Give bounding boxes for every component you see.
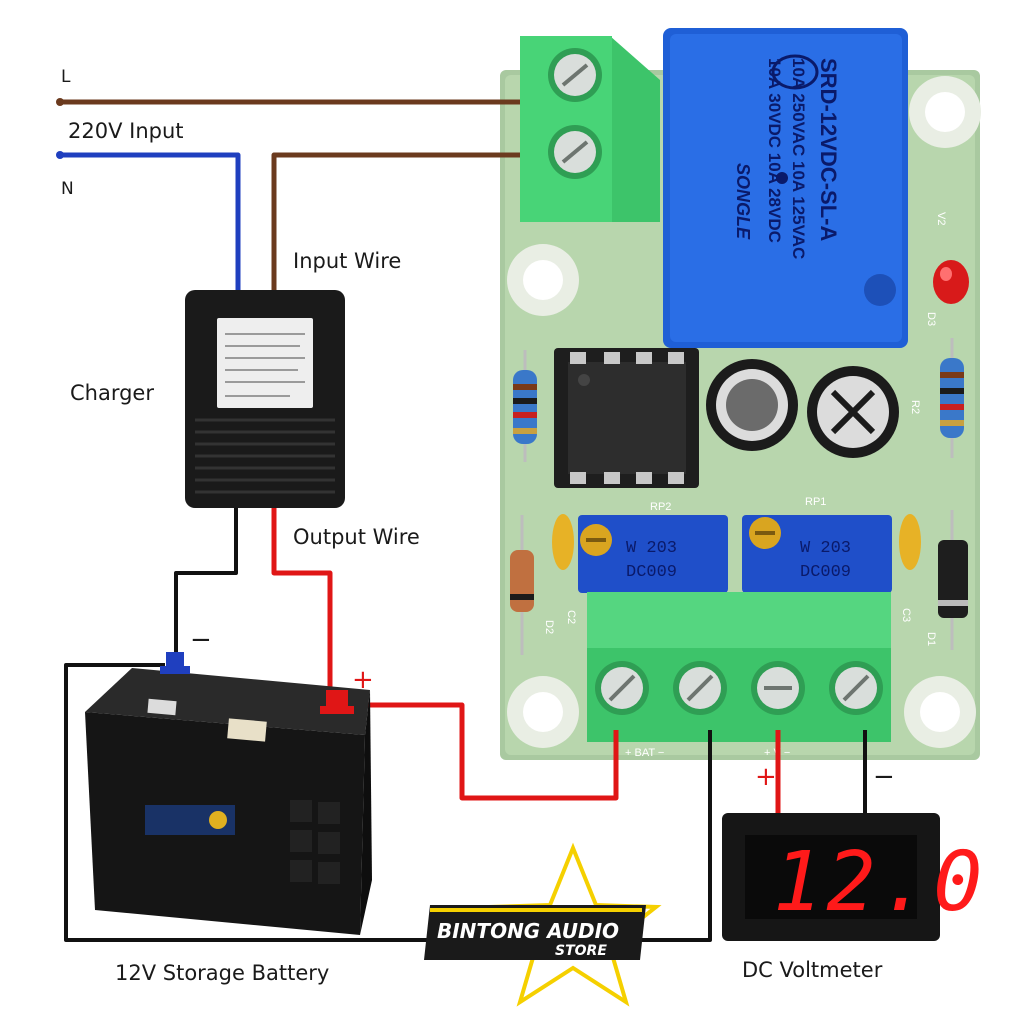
label-battery: 12V Storage Battery xyxy=(115,961,329,985)
label-battery-minus: − xyxy=(190,625,212,655)
watermark-line2: STORE xyxy=(555,943,607,959)
wire-charger-out-positive xyxy=(271,508,333,696)
label-line-l: L xyxy=(61,67,71,87)
potentiometer-rp2: W 203 DC009 xyxy=(578,515,728,593)
rp1-code: DC009 xyxy=(800,563,851,582)
silk-v2: V2 xyxy=(935,212,947,225)
battery-sticker xyxy=(227,718,267,742)
battery-terminal-positive xyxy=(320,690,354,714)
charger-label-sticker xyxy=(217,318,313,408)
cap-c2 xyxy=(552,514,574,570)
battery-indicator xyxy=(209,811,227,829)
label-input-wire: Input Wire xyxy=(293,249,401,273)
wire-battery-positive-to-bat xyxy=(348,702,619,801)
silk-c3: C3 xyxy=(900,608,912,622)
mount-hole-bottom-left xyxy=(507,676,579,748)
charger xyxy=(185,290,345,508)
label-output-wire: Output Wire xyxy=(293,525,420,549)
capacitor-1 xyxy=(706,359,798,451)
label-neutral-n: N xyxy=(61,179,74,199)
dc-voltmeter: 12.0 xyxy=(722,813,986,941)
silk-r2: R2 xyxy=(909,400,921,414)
v-terminal-block: + V − xyxy=(739,592,891,759)
relay-rating-2: 10A 30VDC 10A 28VDC xyxy=(765,58,784,243)
label-220v-input: 220V Input xyxy=(68,119,184,143)
label-charger: Charger xyxy=(70,381,154,405)
pcb-board: V2 D3 R2 C2 D2 C3 D1 SRD-12VDC-SL-A 10A … xyxy=(500,28,981,760)
zener-diode xyxy=(510,515,534,655)
rp2-label: RP2 xyxy=(650,501,671,513)
led-red xyxy=(933,260,969,304)
capacitor-2 xyxy=(807,366,899,458)
relay-rating-1: 10A 250VAC 10A 125VAC xyxy=(789,58,808,259)
watermark-logo: BINTONG AUDIO STORE xyxy=(424,842,662,1007)
input-terminal-block xyxy=(520,36,660,222)
voltmeter-reading: 12.0 xyxy=(773,835,986,930)
watermark-line1: BINTONG AUDIO xyxy=(437,919,619,943)
cqc-mark xyxy=(771,54,819,90)
relay-model: SRD-12VDC-SL-A xyxy=(816,58,841,241)
label-voltmeter-plus: + xyxy=(755,762,777,792)
label-battery-plus: + xyxy=(352,665,374,695)
rp1-value: W 203 xyxy=(800,539,851,558)
mount-hole-mid-left xyxy=(507,244,579,316)
silk-d3: D3 xyxy=(925,312,937,326)
cap-c3 xyxy=(899,514,921,570)
wire-charger-input-brown xyxy=(271,152,520,292)
wire-end-l xyxy=(56,98,64,106)
rp1-label: RP1 xyxy=(805,496,826,508)
resistor-right xyxy=(940,338,964,458)
resistor-left xyxy=(513,350,537,462)
bat-terminal-label: + BAT − xyxy=(625,747,664,759)
rp2-code: DC009 xyxy=(626,563,677,582)
label-voltmeter-minus: − xyxy=(873,762,895,792)
relay: SRD-12VDC-SL-A 10A 250VAC 10A 125VAC 10A… xyxy=(663,28,908,348)
relay-led-dot xyxy=(776,172,788,184)
bat-terminal-block: + BAT − xyxy=(587,592,739,759)
wire-neutral-n xyxy=(60,152,241,292)
wire-battery-negative-loop xyxy=(64,663,712,942)
silk-c2: C2 xyxy=(565,610,577,624)
wire-charger-out-negative xyxy=(174,508,238,662)
potentiometer-rp1: W 203 DC009 xyxy=(742,515,892,593)
battery-terminal-negative xyxy=(160,652,190,674)
wires xyxy=(60,99,867,942)
silk-d1: D1 xyxy=(925,632,937,646)
wire-end-n xyxy=(56,151,64,159)
rp2-value: W 203 xyxy=(626,539,677,558)
ic-chip xyxy=(554,348,699,488)
diode-d1 xyxy=(938,510,968,650)
mount-hole-bottom-right xyxy=(904,676,976,748)
relay-brand: SONGLE xyxy=(733,163,753,240)
silk-d2: D2 xyxy=(543,620,555,634)
label-voltmeter: DC Voltmeter xyxy=(742,958,883,982)
mount-hole-top-right xyxy=(909,76,981,148)
battery xyxy=(85,652,372,935)
